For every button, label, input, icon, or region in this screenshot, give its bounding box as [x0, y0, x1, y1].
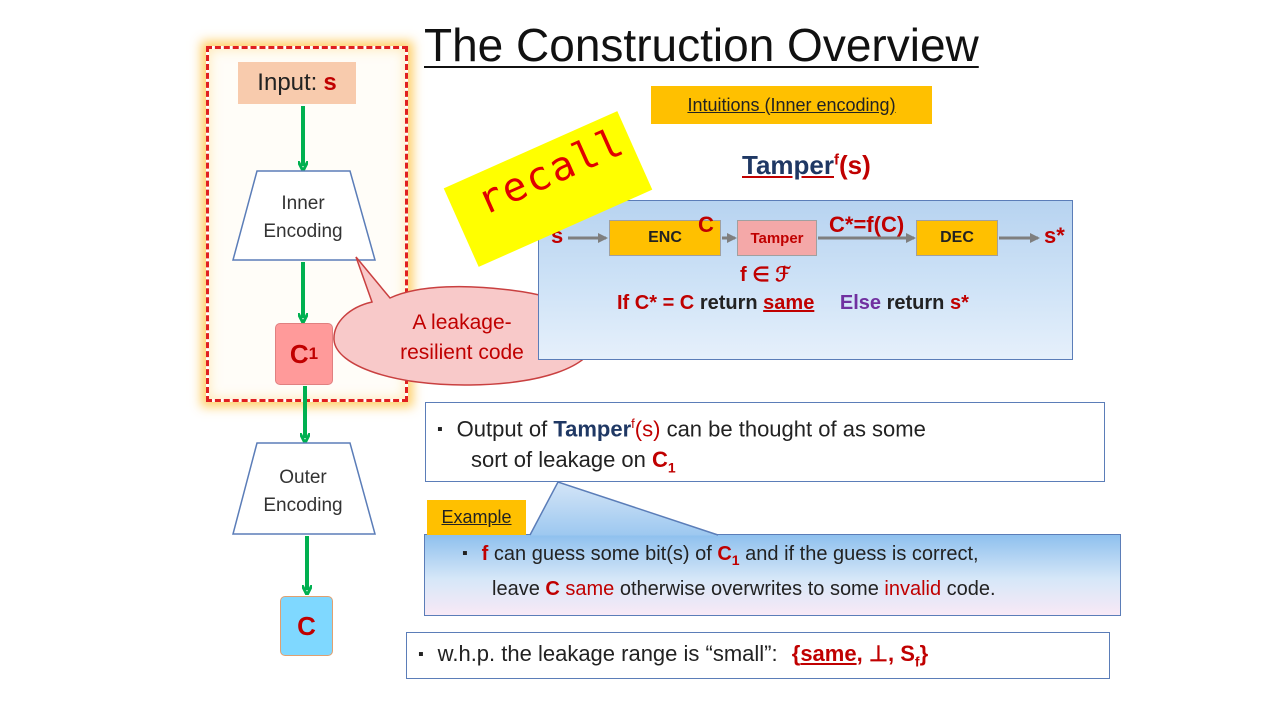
example-text: ▪f can guess some bit(s) of C1 and if th…: [462, 543, 996, 600]
inner-encoding-trapezoid: [232, 170, 376, 261]
bullet-icon: ▪: [437, 421, 443, 439]
flow-label-c: C: [698, 212, 714, 237]
dec-box: DEC: [916, 220, 998, 256]
flow-label-sstar: s*: [1044, 223, 1065, 248]
tamper-title: Tamperf(s): [742, 150, 871, 180]
input-var: s: [323, 69, 337, 96]
callout-pointer: [530, 482, 718, 536]
leakage-range-box: [406, 632, 1110, 679]
leakage-callout-text: A leakage- resilient code: [400, 311, 524, 364]
flow-label-cstar: C*=f(C): [829, 212, 905, 237]
enc-box: ENC: [609, 220, 721, 256]
bullet-icon: ▪: [462, 545, 468, 562]
output-tamper-box: [425, 402, 1105, 482]
bullet-icon: ▪: [418, 646, 424, 663]
example-callout-box: [424, 534, 1121, 616]
decision-rule: If C* = C return same Else return s*: [617, 292, 969, 314]
input-label: Input:: [257, 69, 318, 96]
leakage-range-text: ▪w.h.p. the leakage range is “small”: {s…: [418, 641, 929, 670]
f-in-family-label: f ∈ ℱ: [740, 264, 791, 286]
leakage-callout-bubble: [333, 256, 598, 386]
intuitions-badge: Intuitions (Inner encoding): [651, 86, 932, 124]
tamper-flow-arrows: [568, 233, 1040, 243]
example-badge: Example: [427, 500, 526, 535]
output-tamper-text: ▪Output of Tamperf(s) can be thought of …: [437, 416, 926, 476]
c-box: C: [280, 596, 333, 656]
input-box: Input:s: [238, 62, 356, 104]
slide-title: The Construction Overview: [424, 19, 979, 71]
inner-encoding-label: Inner Encoding: [263, 193, 343, 242]
outer-encoding-label: Outer Encoding: [263, 467, 343, 516]
outer-encoding-trapezoid: [232, 442, 376, 535]
tamper-box: Tamper: [737, 220, 817, 256]
